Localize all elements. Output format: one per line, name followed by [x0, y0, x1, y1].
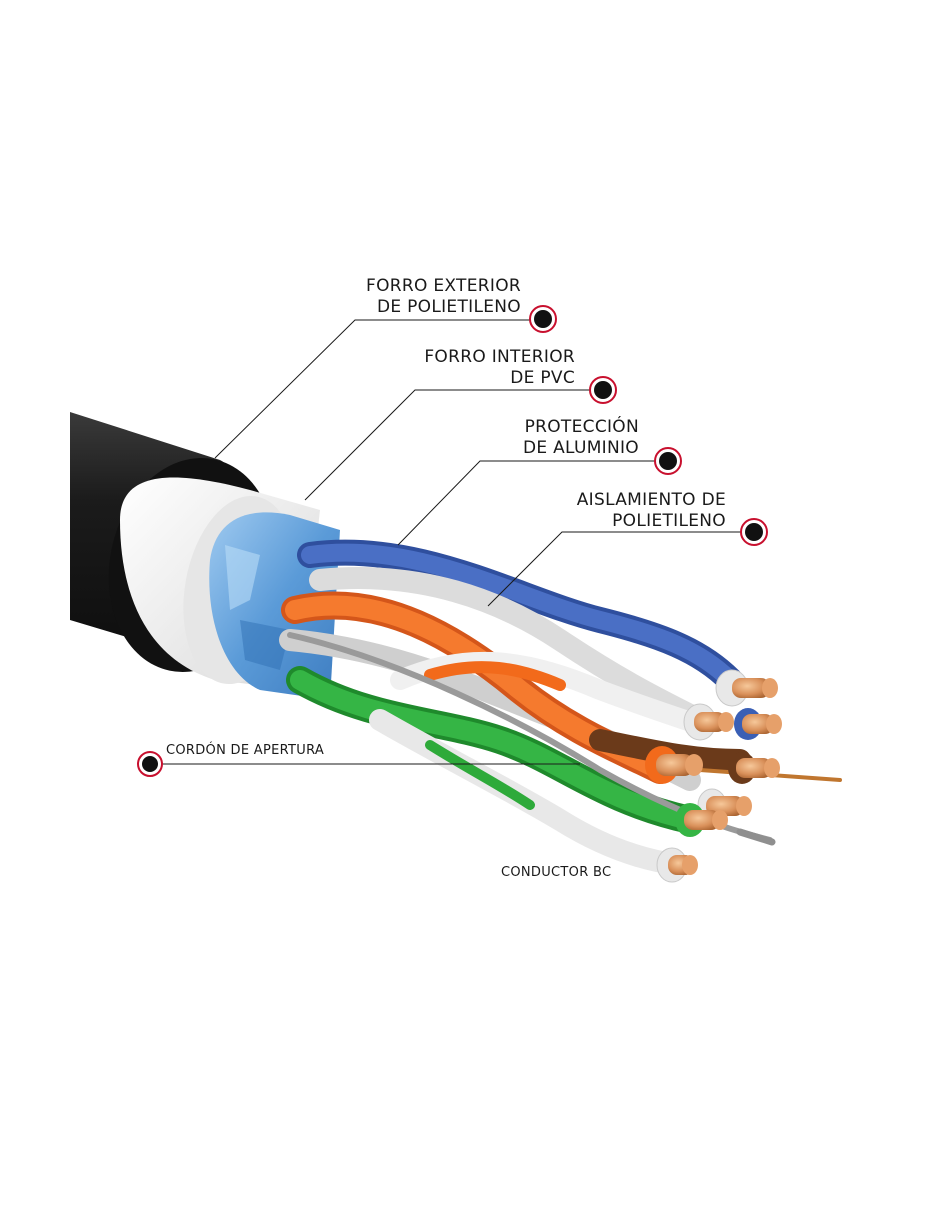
wire-ends [645, 669, 782, 883]
leader-insulation [487, 531, 742, 607]
leader-inner-jacket [304, 389, 590, 501]
marker-insulation [740, 518, 768, 546]
label-outer-jacket: FORRO EXTERIOR DE POLIETILENO [366, 276, 521, 318]
leader-lines [162, 319, 742, 765]
leader-outer-jacket [214, 319, 530, 459]
marker-outer-jacket [529, 305, 557, 333]
marker-foil-shield [654, 447, 682, 475]
label-insulation-line1: AISLAMIENTO DE [576, 490, 726, 510]
label-outer-jacket-line2: DE POLIETILENO [376, 297, 521, 317]
marker-inner-jacket [589, 376, 617, 404]
label-insulation: AISLAMIENTO DE POLIETILENO [577, 490, 726, 532]
label-inner-jacket: FORRO INTERIOR DE PVC [424, 347, 575, 389]
leader-foil-shield [397, 460, 655, 546]
label-inner-jacket-line1: FORRO INTERIOR [424, 347, 575, 367]
markers [137, 305, 768, 777]
label-foil-shield-line1: PROTECCIÓN [524, 417, 639, 437]
label-foil-shield-line2: DE ALUMINIO [522, 438, 639, 458]
label-outer-jacket-line1: FORRO EXTERIOR [365, 276, 521, 296]
label-ripcord: CORDÓN DE APERTURA [166, 743, 325, 758]
label-insulation-line2: POLIETILENO [612, 511, 726, 531]
marker-ripcord [137, 751, 163, 777]
label-inner-jacket-line2: DE PVC [510, 368, 575, 388]
twisted-pairs [279, 539, 842, 876]
label-foil-shield: PROTECCIÓN DE ALUMINIO [523, 417, 639, 459]
label-conductor: CONDUCTOR BC [501, 865, 612, 880]
